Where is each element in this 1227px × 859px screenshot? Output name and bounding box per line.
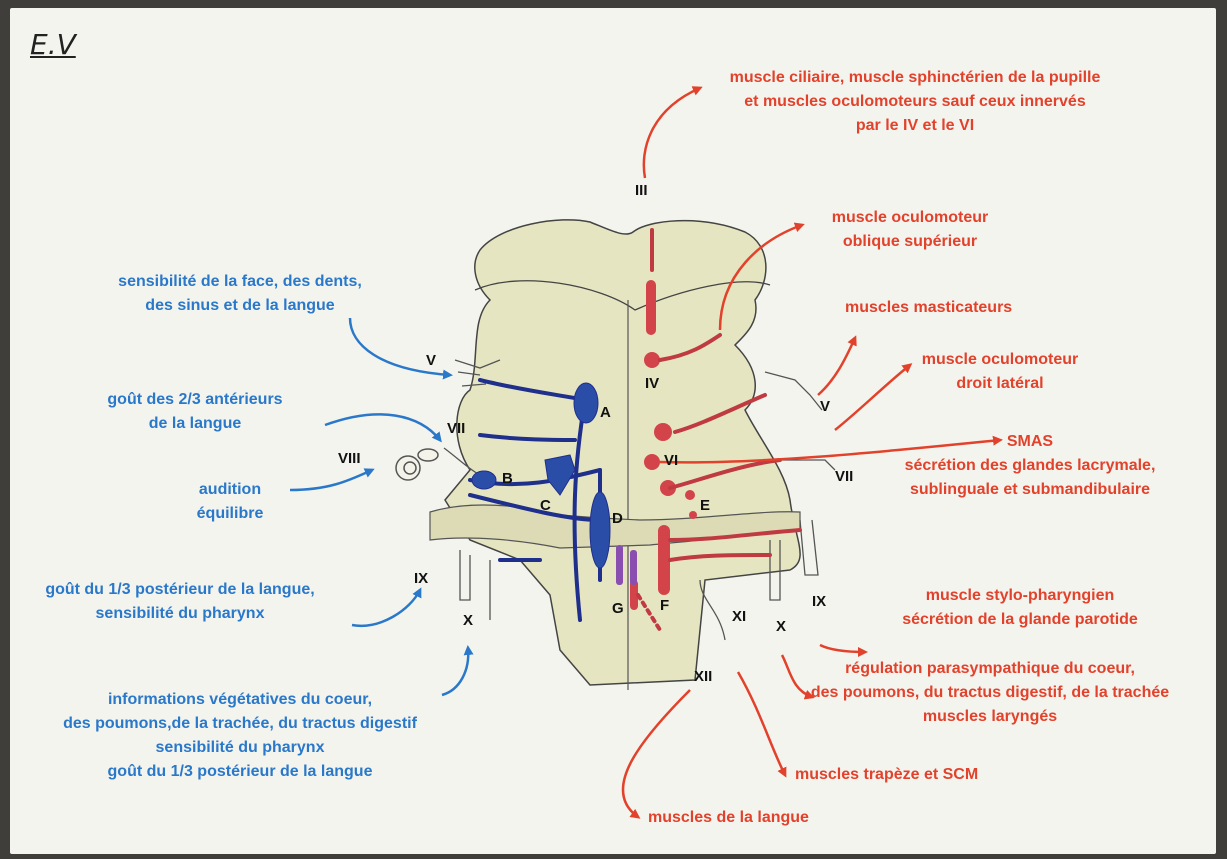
- motor-label-hypoglossal: muscles de la langue: [648, 806, 809, 830]
- sensory-vestibulocochlear-line-1: audition: [170, 478, 290, 502]
- sensory-facial-line-1: goût des 2/3 antérieurs: [95, 388, 295, 412]
- sensory-vagus-line-2: des poumons,de la trachée, du tractus di…: [55, 712, 425, 736]
- motor-label-facial: SMAS sécrétion des glandes lacrymale, su…: [880, 430, 1180, 502]
- motor-glossopharyngeal-line-1: muscle stylo-pharyngien: [870, 584, 1170, 608]
- motor-label-oculomotor: muscle ciliaire, muscle sphinctérien de …: [700, 66, 1130, 138]
- sensory-label-vestibulocochlear: audition équilibre: [170, 478, 290, 526]
- sensory-glossopharyngeal-line-2: sensibilité du pharynx: [30, 602, 330, 626]
- sensory-vestibulocochlear-line-2: équilibre: [170, 502, 290, 526]
- sensory-arrows: [290, 318, 468, 695]
- sensory-glossopharyngeal-line-1: goût du 1/3 postérieur de la langue,: [30, 578, 330, 602]
- nucleus-label-g: G: [612, 600, 624, 617]
- motor-oculomotor-line-1: muscle ciliaire, muscle sphinctérien de …: [700, 66, 1130, 90]
- nerve-label-x-left: X: [463, 612, 473, 629]
- motor-facial-line-1: SMAS: [880, 430, 1180, 454]
- motor-label-accessory: muscles trapèze et SCM: [795, 763, 978, 787]
- motor-label-trigeminal: muscles masticateurs: [845, 296, 1012, 320]
- nucleus-label-c: C: [540, 497, 551, 514]
- nerve-label-ix-right: IX: [812, 593, 826, 610]
- nerve-label-vii-left: VII: [447, 420, 465, 437]
- sensory-trigeminal-line-2: des sinus et de la langue: [90, 294, 390, 318]
- motor-oculomotor-line-2: et muscles oculomoteurs sauf ceux innerv…: [700, 90, 1130, 114]
- motor-trochlear-line-2: oblique supérieur: [800, 230, 1020, 254]
- nucleus-label-f: F: [660, 597, 669, 614]
- motor-label-trochlear: muscle oculomoteur oblique supérieur: [800, 206, 1020, 254]
- motor-glossopharyngeal-line-2: sécrétion de la glande parotide: [870, 608, 1170, 632]
- nerve-label-xii: XII: [694, 668, 712, 685]
- motor-label-glossopharyngeal: muscle stylo-pharyngien sécrétion de la …: [870, 584, 1170, 632]
- nerve-label-viii: VIII: [338, 450, 361, 467]
- nucleus-label-b: B: [502, 470, 513, 487]
- nerve-label-v-right: V: [820, 398, 830, 415]
- motor-vagus-line-2: des poumons, du tractus digestif, de la …: [780, 681, 1200, 705]
- sensory-label-facial: goût des 2/3 antérieurs de la langue: [95, 388, 295, 436]
- sensory-vagus-line-3: sensibilité du pharynx: [55, 736, 425, 760]
- nerve-label-v-left: V: [426, 352, 436, 369]
- sensory-vagus-line-1: informations végétatives du coeur,: [55, 688, 425, 712]
- motor-label-vagus: régulation parasympathique du coeur, des…: [780, 657, 1200, 729]
- nerve-label-xi: XI: [732, 608, 746, 625]
- motor-abducens-line-2: droit latéral: [890, 372, 1110, 396]
- nerve-label-vi: VI: [664, 452, 678, 469]
- motor-vagus-line-1: régulation parasympathique du coeur,: [780, 657, 1200, 681]
- nerve-label-iv: IV: [645, 375, 659, 392]
- nucleus-b: [472, 471, 496, 489]
- sensory-label-glossopharyngeal: goût du 1/3 postérieur de la langue, sen…: [30, 578, 330, 626]
- sensory-trigeminal-line-1: sensibilité de la face, des dents,: [90, 270, 390, 294]
- sensory-facial-line-2: de la langue: [95, 412, 295, 436]
- motor-hypoglossal-line-1: muscles de la langue: [648, 806, 809, 830]
- nucleus-label-d: D: [612, 510, 623, 527]
- motor-trigeminal-line-1: muscles masticateurs: [845, 296, 1012, 320]
- motor-oculomotor-line-3: par le IV et le VI: [700, 114, 1130, 138]
- nerve-label-iii: III: [635, 182, 648, 199]
- motor-vagus-line-3: muscles laryngés: [780, 705, 1200, 729]
- motor-accessory-line-1: muscles trapèze et SCM: [795, 763, 978, 787]
- motor-facial-line-3: sublinguale et submandibulaire: [880, 478, 1180, 502]
- nucleus-d: [590, 492, 610, 568]
- sensory-label-vagus: informations végétatives du coeur, des p…: [55, 688, 425, 784]
- nucleus-a: [574, 383, 598, 423]
- sensory-vagus-line-4: goût du 1/3 postérieur de la langue: [55, 760, 425, 784]
- nucleus-label-a: A: [600, 404, 611, 421]
- motor-label-abducens: muscle oculomoteur droit latéral: [890, 348, 1110, 396]
- nucleus-label-e: E: [700, 497, 710, 514]
- nerve-label-ix-left: IX: [414, 570, 428, 587]
- motor-facial-line-2: sécrétion des glandes lacrymale,: [880, 454, 1180, 478]
- motor-trochlear-line-1: muscle oculomoteur: [800, 206, 1020, 230]
- motor-abducens-line-1: muscle oculomoteur: [890, 348, 1110, 372]
- nerve-label-x-right: X: [776, 618, 786, 635]
- ear-illustration: [396, 449, 438, 480]
- sensory-label-trigeminal: sensibilité de la face, des dents, des s…: [90, 270, 390, 318]
- nerve-label-vii-right: VII: [835, 468, 853, 485]
